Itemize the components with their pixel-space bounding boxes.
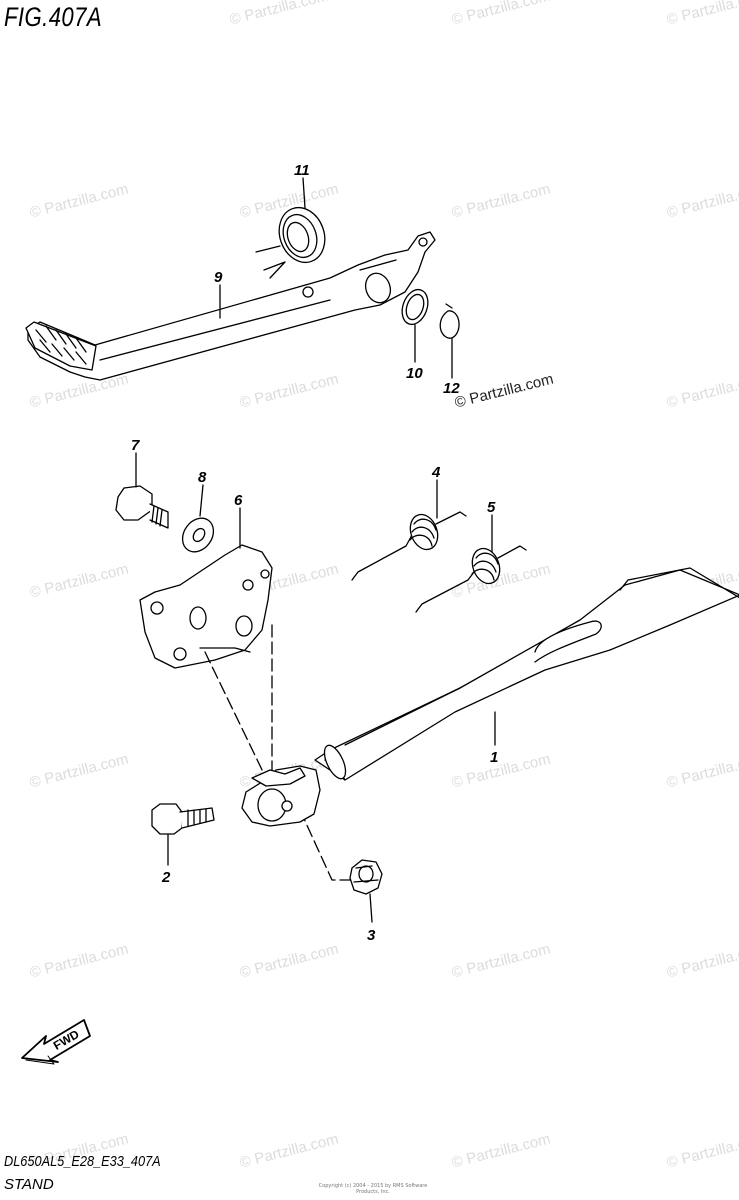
callout-8: 8 [198,469,207,486]
stand-spring-part-5[interactable] [415,545,527,613]
callout-12: 12 [443,380,460,397]
callout-6: 6 [234,492,243,509]
circlip-part-12[interactable] [439,303,460,339]
callout-9: 9 [214,269,223,286]
washer-part-10[interactable] [398,286,433,328]
callout-10: 10 [406,365,423,382]
copyright-notice: Copyright (c) 2004 - 2015 by RMS Softwar… [318,1183,428,1195]
callout-7: 7 [131,437,140,454]
leader-line-nut-3 [299,809,353,881]
bolt-part-7[interactable] [115,485,169,529]
callout-line-8 [199,484,204,517]
callout-5: 5 [487,499,496,516]
leader-line-bolt-6 [204,651,266,777]
washer-part-8[interactable] [176,512,220,558]
nut-part-3[interactable] [349,859,383,895]
callout-3: 3 [367,927,376,944]
callout-line-3 [369,893,373,923]
callout-4: 4 [431,464,441,481]
figure-name: STAND [4,1176,54,1193]
pedal-return-spring[interactable] [255,201,332,279]
pivot-bolt-part-2[interactable] [151,803,215,835]
side-stand[interactable] [241,567,739,827]
figure-code: DL650AL5_E28_E33_407A [4,1153,161,1170]
brake-pedal[interactable] [25,231,436,381]
callout-2: 2 [161,869,171,886]
stand-bracket[interactable] [139,544,273,669]
forward-arrow-icon [21,1019,91,1065]
washer-hole [405,293,425,321]
callout-1: 1 [490,749,498,766]
stand-spring-part-4[interactable] [351,511,467,581]
callout-11: 11 [294,162,310,179]
figure-title: FIG.407A [4,2,103,32]
callout-line-11 [302,177,306,209]
